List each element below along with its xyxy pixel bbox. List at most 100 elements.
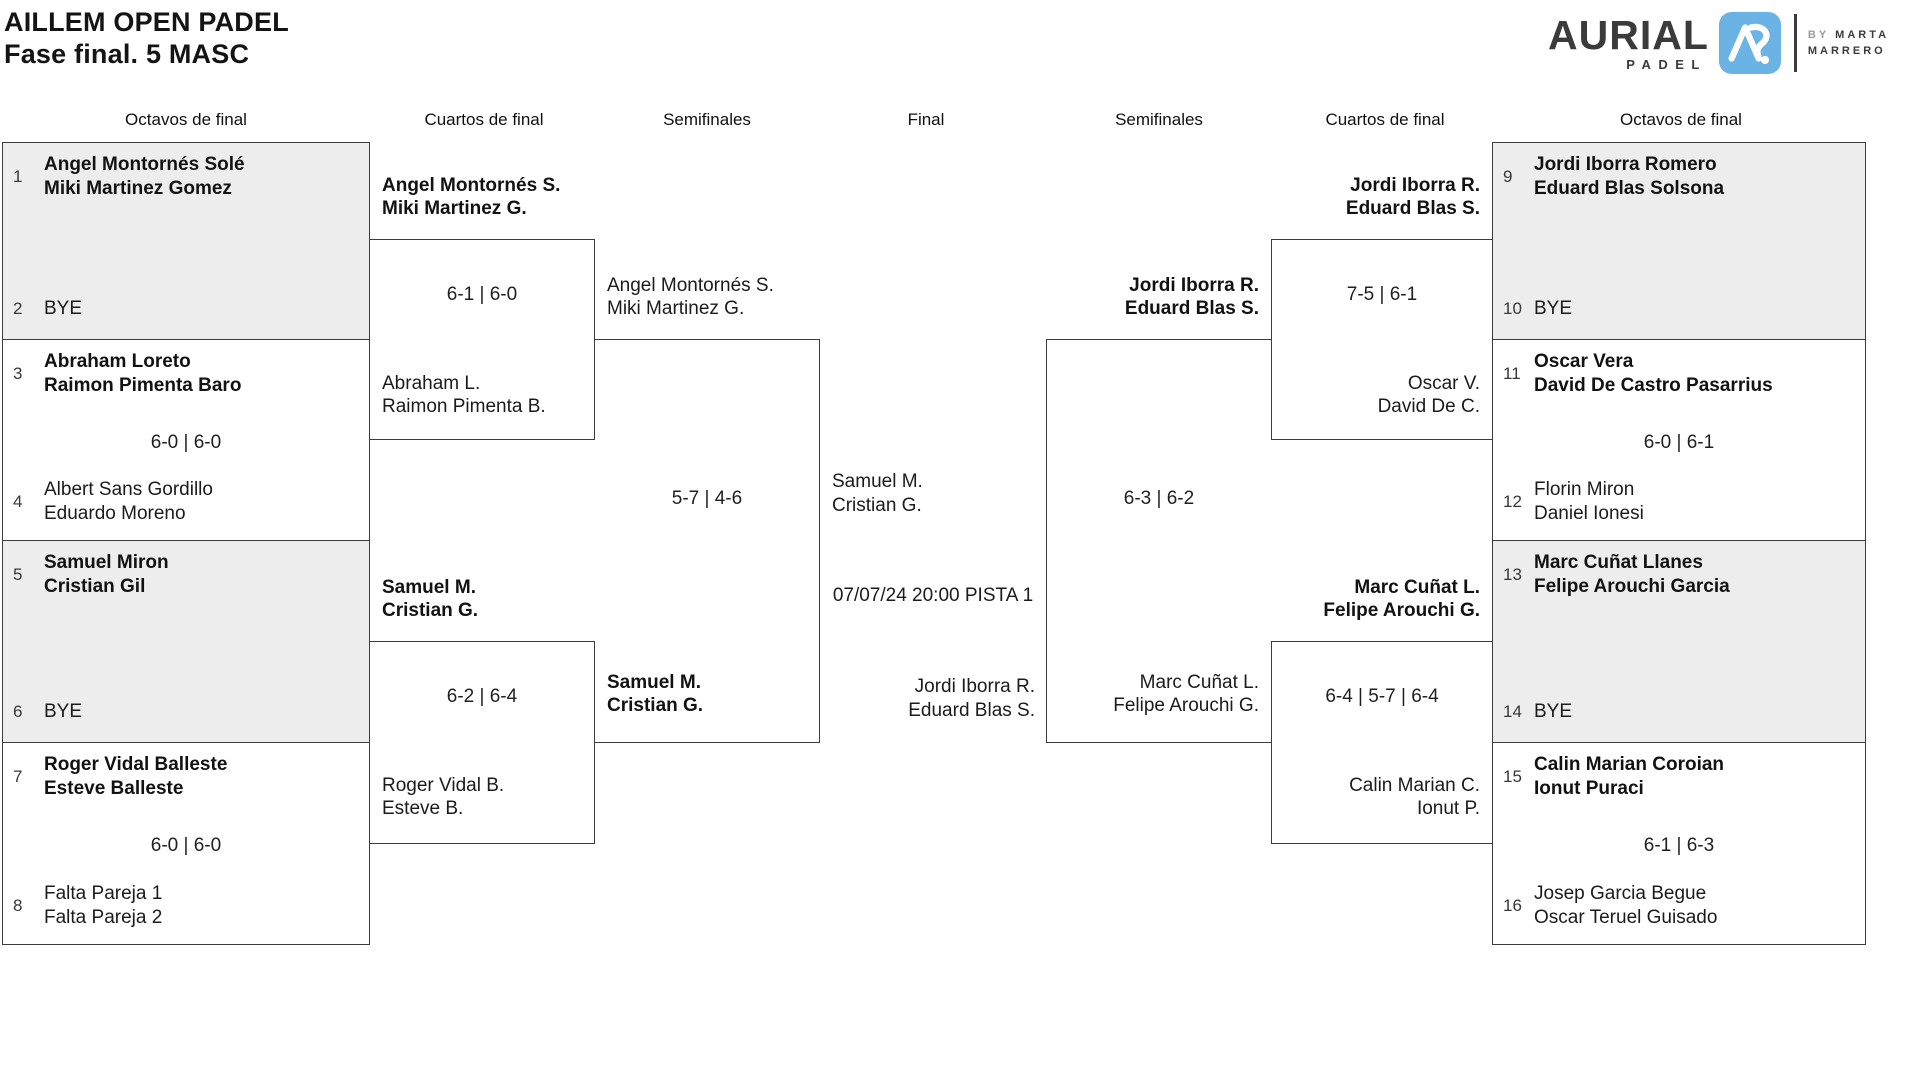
round-header-octavos-right: Octavos de final	[1620, 110, 1742, 129]
team-name: Calin Marian C. Ionut P.	[1349, 774, 1480, 819]
page-title: AILLEM OPEN PADEL Fase final. 5 MASC	[4, 6, 289, 70]
team-row: 4 Albert Sans Gordillo Eduardo Moreno	[13, 478, 359, 526]
seed-number: 3	[13, 363, 23, 383]
team-name: Falta Pareja 1 Falta Pareja 2	[44, 883, 163, 928]
advancing-team: Samuel M. Cristian G.	[382, 576, 479, 621]
round-header-octavos-left: Octavos de final	[125, 110, 247, 129]
team-row: 1 Angel Montornés Solé Miki Martinez Gom…	[13, 153, 359, 201]
team-row: 13 Marc Cuñat Llanes Felipe Arouchi Garc…	[1503, 551, 1855, 599]
match-score: 6-1 | 6-3	[1643, 834, 1715, 856]
match-score: 6-0 | 6-1	[1643, 431, 1715, 453]
logo-divider	[1793, 14, 1797, 72]
team-name: Oscar Vera David De Castro Pasarrius	[1534, 350, 1773, 396]
match-box-semifinal-right: Jordi Iborra R. Eduard Blas S. 6-3 | 6-2…	[1046, 275, 1271, 743]
team-name: Marc Cuñat L. Felipe Arouchi G.	[1113, 672, 1259, 716]
round-header-semis-left: Semifinales	[663, 110, 751, 129]
match-box-octavos-1-2: 1 Angel Montornés Solé Miki Martinez Gom…	[2, 142, 370, 340]
team-row: 8 Falta Pareja 1 Falta Pareja 2	[13, 882, 359, 930]
team-name: BYE	[1534, 701, 1573, 722]
team-name: BYE	[1534, 298, 1573, 319]
match-box-octavos-11-12: 11 Oscar Vera David De Castro Pasarrius …	[1492, 338, 1866, 541]
round-header-semis-right: Semifinales	[1115, 110, 1203, 129]
advancing-team: Jordi Iborra R. Eduard Blas S.	[1345, 174, 1480, 219]
advancing-team: Samuel M. Cristian G.	[607, 672, 704, 716]
finalist-team-right: Jordi Iborra R. Eduard Blas S.	[908, 676, 1035, 721]
round-header-cuartos-right: Cuartos de final	[1325, 110, 1445, 129]
team-row: 6 BYE	[13, 700, 359, 724]
seed-number: 12	[1503, 492, 1522, 511]
match-box-cuartos-right-2: Marc Cuñat L. Felipe Arouchi G. 6-4 | 5-…	[1271, 577, 1492, 844]
match-score: 6-0 | 6-0	[150, 834, 222, 856]
team-row: 12 Florin Miron Daniel Ionesi	[1503, 478, 1855, 526]
seed-number: 15	[1503, 766, 1522, 786]
seed-number: 9	[1503, 167, 1513, 186]
team-row: 7 Roger Vidal Balleste Esteve Balleste	[13, 753, 359, 801]
team-name: Calin Marian Coroian Ionut Puraci	[1534, 753, 1725, 799]
match-box-cuartos-right-1: Jordi Iborra R. Eduard Blas S. 7-5 | 6-1…	[1271, 175, 1492, 440]
team-name: Oscar V. David De C.	[1377, 372, 1480, 417]
team-row: 15 Calin Marian Coroian Ionut Puraci	[1503, 753, 1855, 801]
team-name: Roger Vidal Balleste Esteve Balleste	[44, 753, 228, 799]
team-row: 10 BYE	[1503, 297, 1855, 321]
team-name: Angel Montornés Solé Miki Martinez Gomez	[44, 154, 245, 199]
team-row: 16 Josep Garcia Begue Oscar Teruel Guisa…	[1503, 882, 1855, 930]
advancing-team: Jordi Iborra R. Eduard Blas S.	[1124, 274, 1259, 319]
team-name: Angel Montornés S. Miki Martinez G.	[607, 274, 774, 319]
seed-number: 11	[1503, 363, 1521, 383]
match-box-octavos-3-4: 3 Abraham Loreto Raimon Pimenta Baro 6-0…	[2, 338, 370, 541]
match-box-octavos-5-6: 5 Samuel Miron Cristian Gil 6 BYE	[2, 539, 370, 743]
match-box-semifinal-left: Angel Montornés S. Miki Martinez G. 5-7 …	[595, 275, 820, 743]
seed-number: 5	[13, 564, 23, 584]
team-name: BYE	[44, 701, 83, 722]
match-box-octavos-7-8: 7 Roger Vidal Balleste Esteve Balleste 6…	[2, 741, 370, 945]
team-row: 9 Jordi Iborra Romero Eduard Blas Solson…	[1503, 153, 1855, 201]
team-row: 5 Samuel Miron Cristian Gil	[13, 551, 359, 599]
seed-number: 2	[13, 299, 23, 318]
seed-number: 1	[13, 167, 23, 186]
team-name: BYE	[44, 298, 83, 319]
match-score: 6-3 | 6-2	[1123, 487, 1195, 509]
team-name: Albert Sans Gordillo Eduardo Moreno	[44, 479, 213, 524]
seed-number: 13	[1503, 564, 1522, 584]
team-row: 3 Abraham Loreto Raimon Pimenta Baro	[13, 350, 359, 398]
phase-name: Fase final. 5 MASC	[4, 39, 250, 69]
match-score: 7-5 | 6-1	[1346, 283, 1418, 305]
logo-brand: AURIAL PADEL	[1548, 11, 1709, 72]
seed-number: 8	[13, 896, 23, 915]
team-name: Jordi Iborra Romero Eduard Blas Solsona	[1534, 154, 1725, 199]
seed-number: 10	[1503, 299, 1522, 318]
match-score: 5-7 | 4-6	[671, 487, 743, 509]
advancing-team: Marc Cuñat L. Felipe Arouchi G.	[1323, 576, 1480, 621]
team-name: Abraham Loreto Raimon Pimenta Baro	[44, 350, 242, 396]
team-name: Marc Cuñat Llanes Felipe Arouchi Garcia	[1534, 551, 1730, 597]
aurial-monogram-icon	[1718, 12, 1781, 74]
team-name: Florin Miron Daniel Ionesi	[1534, 479, 1644, 524]
team-row: 11 Oscar Vera David De Castro Pasarrius	[1503, 350, 1855, 398]
tournament-name: AILLEM OPEN PADEL	[4, 7, 289, 37]
match-score: 6-4 | 5-7 | 6-4	[1325, 685, 1439, 707]
match-score: 6-1 | 6-0	[446, 283, 518, 305]
logo-by-name1: MARTA	[1835, 29, 1890, 41]
finalist-team-left: Samuel M. Cristian G.	[832, 471, 923, 516]
logo-brand-name: AURIAL	[1548, 11, 1709, 58]
team-row: 2 BYE	[13, 297, 359, 321]
match-box-octavos-15-16: 15 Calin Marian Coroian Ionut Puraci 6-1…	[1492, 741, 1866, 945]
match-score: 6-2 | 6-4	[446, 685, 518, 707]
advancing-team: Angel Montornés S. Miki Martinez G.	[382, 174, 561, 219]
match-box-octavos-13-14: 13 Marc Cuñat Llanes Felipe Arouchi Garc…	[1492, 539, 1866, 743]
seed-number: 6	[13, 702, 23, 721]
round-header-final: Final	[907, 110, 945, 129]
team-name: Josep Garcia Begue Oscar Teruel Guisado	[1534, 883, 1718, 928]
seed-number: 4	[13, 492, 23, 511]
seed-number: 7	[13, 766, 23, 786]
seed-number: 14	[1503, 702, 1522, 721]
logo-by-name2: MARRERO	[1807, 45, 1886, 57]
team-name: Samuel Miron Cristian Gil	[44, 551, 169, 597]
match-score: 6-0 | 6-0	[150, 431, 222, 453]
final-schedule: 07/07/24 20:00 PISTA 1	[832, 585, 1034, 606]
match-box-octavos-9-10: 9 Jordi Iborra Romero Eduard Blas Solson…	[1492, 142, 1866, 340]
team-name: Abraham L. Raimon Pimenta B.	[382, 372, 546, 417]
match-box-cuartos-left-1: Angel Montornés S. Miki Martinez G. 6-1 …	[370, 175, 595, 440]
